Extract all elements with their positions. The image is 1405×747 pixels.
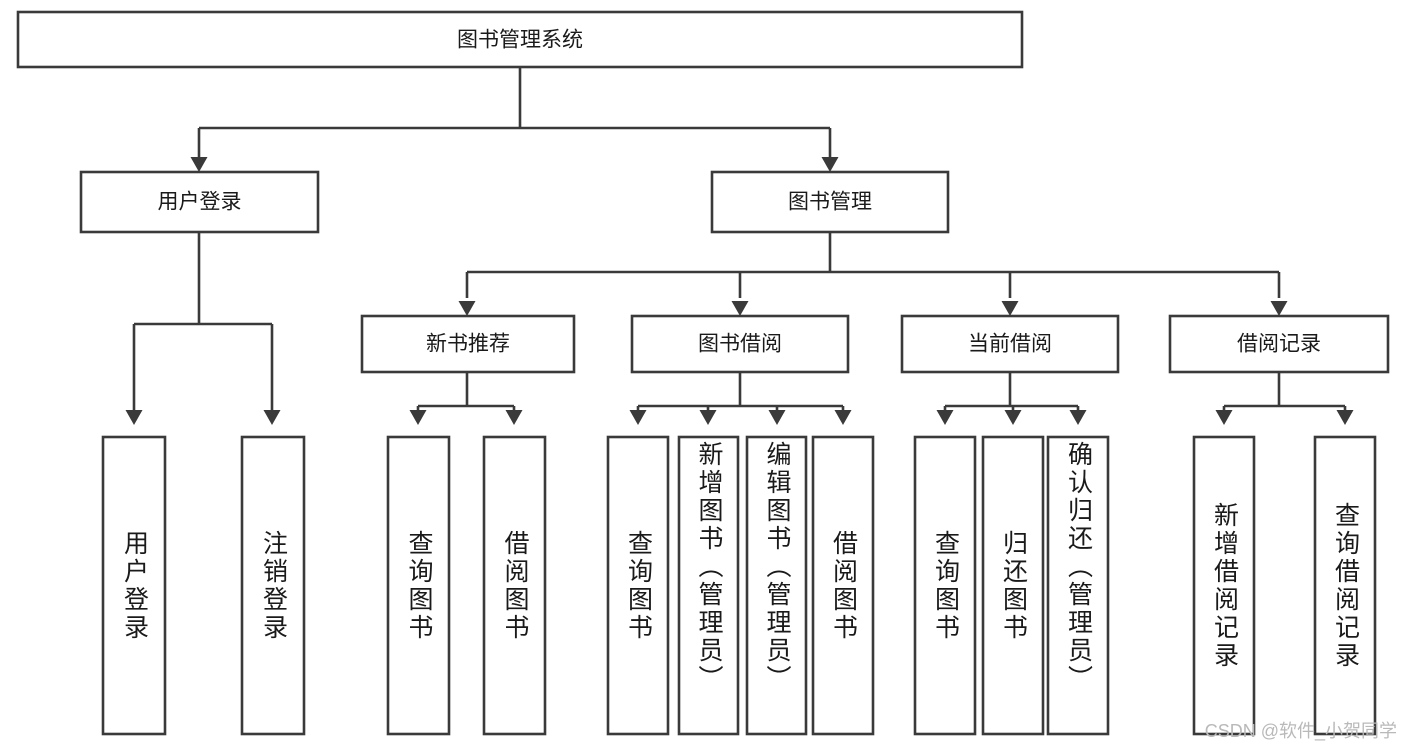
connector-book-mgmt-to-level3: [458, 232, 1288, 316]
connector-root-to-level2: [190, 67, 839, 172]
leaf-node-query-book-newbook[interactable]: [386, 435, 451, 736]
leaf-node-query-borrow-record[interactable]: [1313, 435, 1377, 736]
connector-borrow-to-leaves: [629, 372, 852, 425]
leaf-node-user-login[interactable]: [101, 435, 167, 736]
node-book-borrow-label: 图书借阅: [698, 333, 782, 356]
leaf-node-borrow-book[interactable]: [811, 435, 875, 736]
leaf-node-query-book-borrow[interactable]: [606, 435, 670, 736]
node-new-book-recommendation[interactable]: 新书推荐: [360, 314, 576, 374]
connector-current-borrow-to-leaves: [936, 372, 1087, 425]
node-user-login[interactable]: 用户登录: [79, 170, 320, 234]
leaf-node-logout[interactable]: [240, 435, 306, 736]
connector-new-book-to-leaves: [409, 372, 523, 425]
node-book-management-label: 图书管理: [788, 191, 872, 214]
node-current-borrow[interactable]: 当前借阅: [900, 314, 1120, 374]
leaf-node-add-book-admin[interactable]: [677, 435, 740, 736]
node-user-login-label: 用户登录: [158, 191, 242, 214]
node-root-system[interactable]: 图书管理系统: [16, 10, 1024, 69]
node-new-book-recommendation-label: 新书推荐: [426, 333, 510, 356]
leaf-node-query-book-current[interactable]: [913, 435, 977, 736]
leaf-node-return-book[interactable]: [981, 435, 1045, 736]
leaf-node-borrow-book-newbook[interactable]: [482, 435, 547, 736]
leaf-node-confirm-return-admin[interactable]: [1046, 435, 1110, 736]
watermark-text: CSDN @软件_小贺同学: [1204, 721, 1397, 741]
connector-user-login-to-leaves: [125, 232, 281, 425]
leaf-node-add-borrow-record[interactable]: [1192, 435, 1256, 736]
node-root-label: 图书管理系统: [457, 29, 583, 52]
node-current-borrow-label: 当前借阅: [968, 333, 1052, 356]
connector-borrow-record-to-leaves: [1215, 372, 1354, 425]
node-borrow-record[interactable]: 借阅记录: [1168, 314, 1390, 374]
node-book-borrow[interactable]: 图书借阅: [630, 314, 850, 374]
node-borrow-record-label: 借阅记录: [1237, 333, 1321, 356]
leaf-node-edit-book-admin[interactable]: [745, 435, 808, 736]
node-book-management[interactable]: 图书管理: [710, 170, 950, 234]
